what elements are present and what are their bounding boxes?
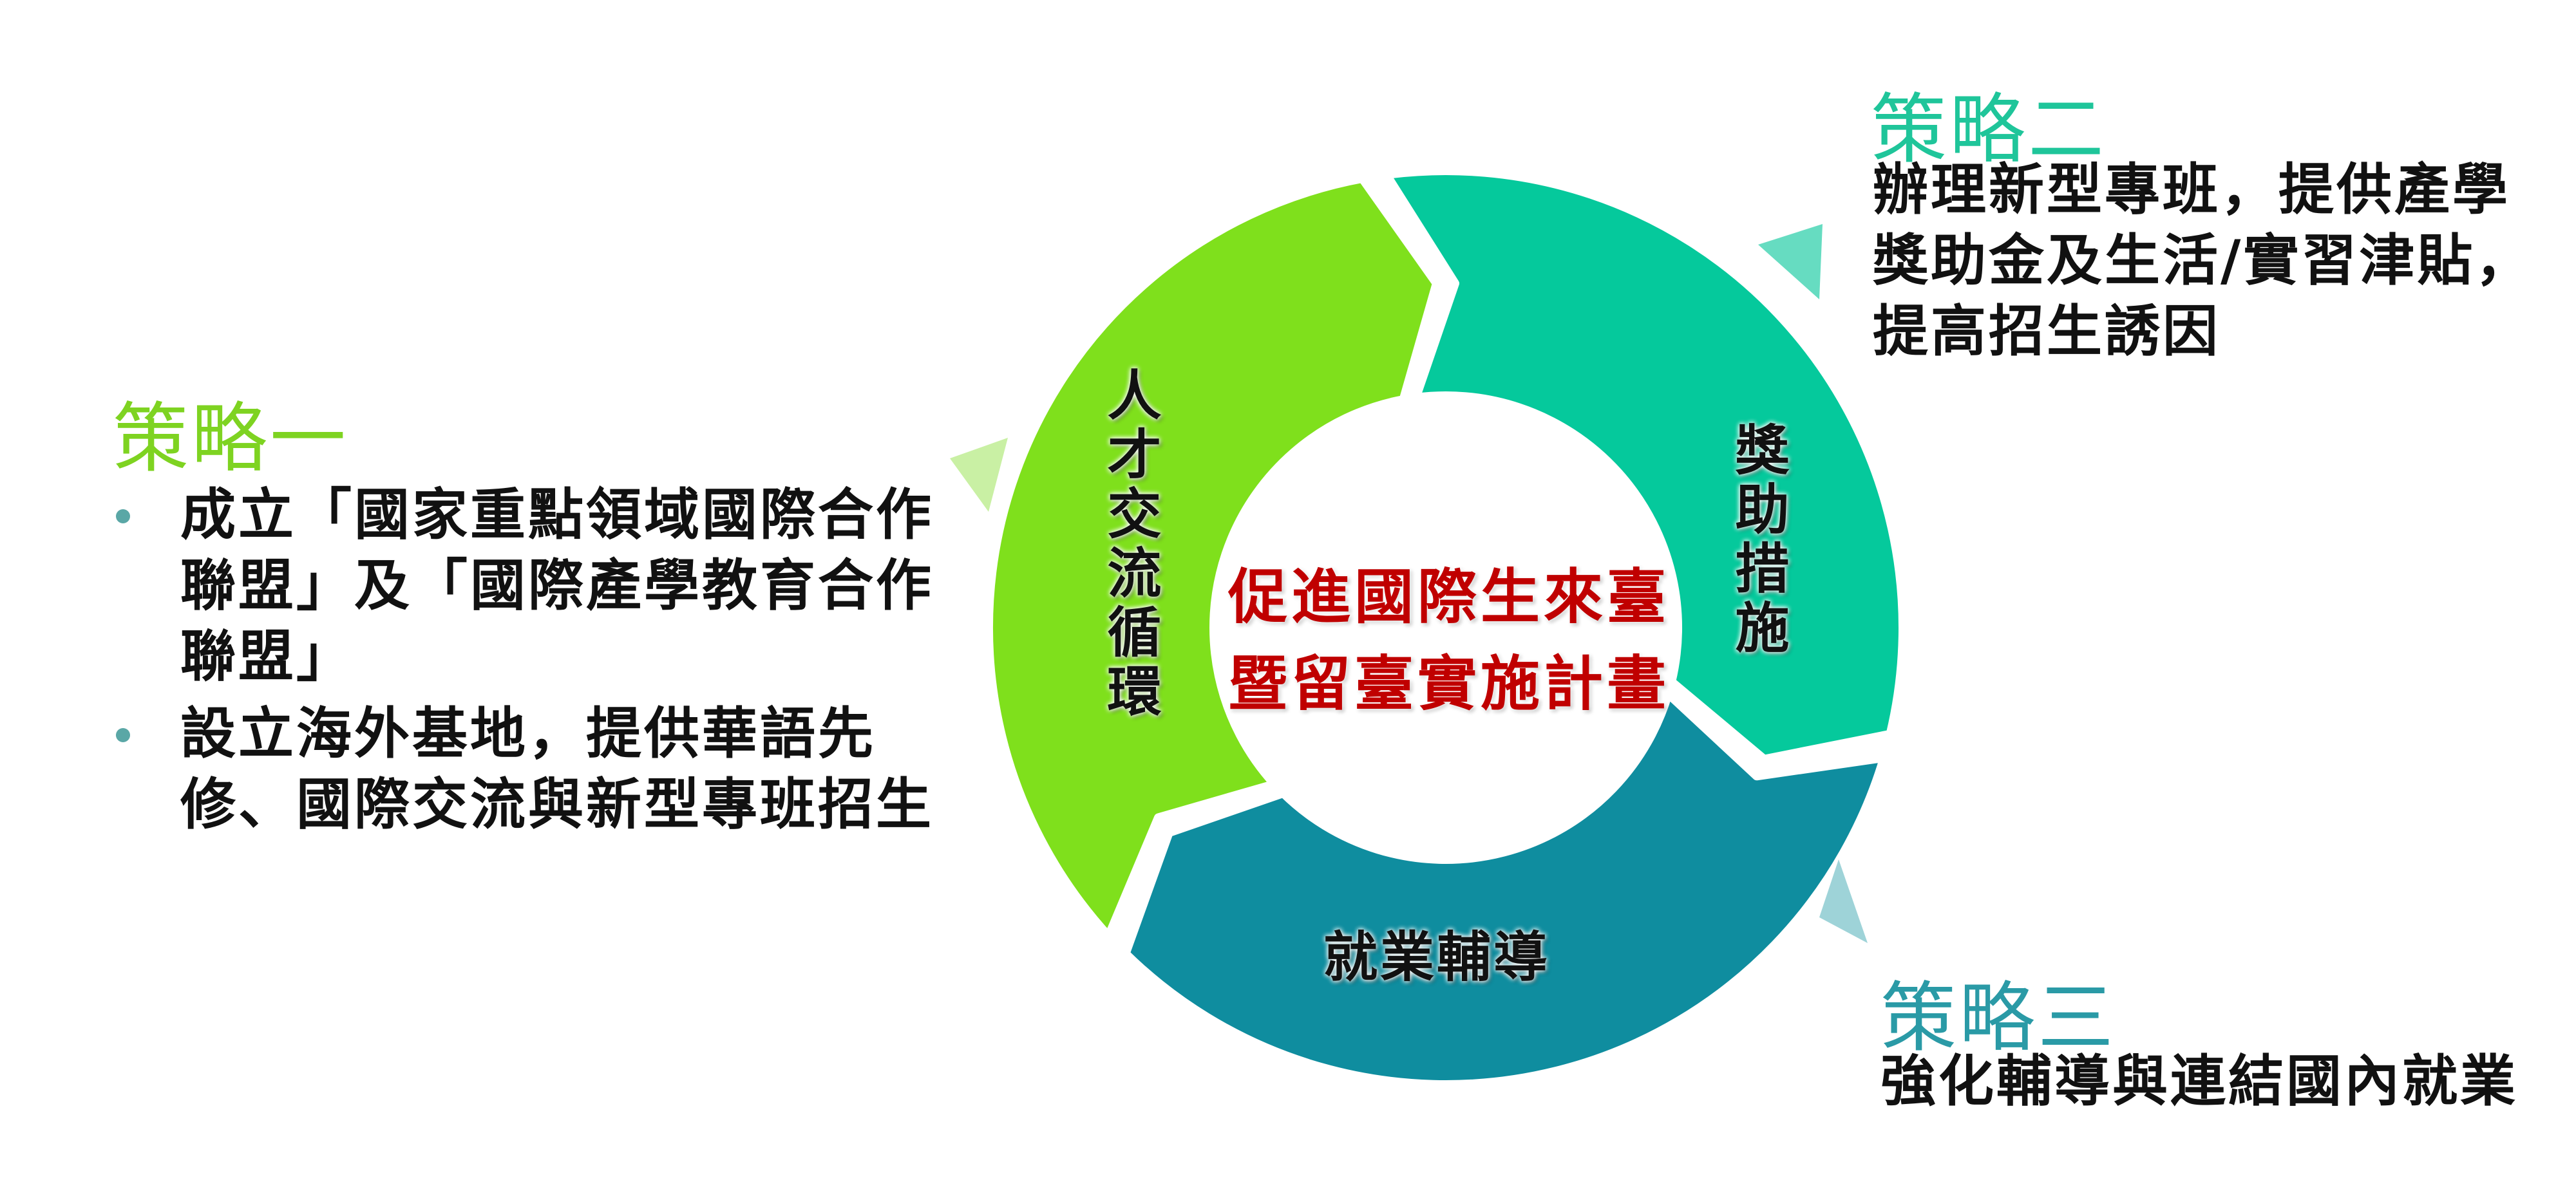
arrow-triangle-strategy1 [950,438,1008,512]
center-title-line1: 促進國際生來臺 [1227,563,1670,632]
segment-employment-guidance [1121,689,1889,1089]
segment-label-employment: 就業輔導 [1323,926,1551,989]
segment-label-award: 獎助措施 [1727,422,1790,659]
segment-award-measures [1381,166,1908,764]
bullet-dot-icon [116,509,130,523]
strategy2-text: 辦理新型專班，提供產學 獎助金及生活/實習津貼， 提高招生誘因 [1873,154,2533,367]
strategy3-text: 強化輔導與連結國內就業 [1880,1049,2518,1114]
strategy2-line: 獎助金及生活/實習津貼， [1873,229,2533,293]
strategy1-bullet: 成立「國家重點領域國際合作聯盟」及「國際產學教育合作聯盟」 [116,480,985,692]
bullet-dot-icon [116,728,130,742]
strategy2-line: 提高招生誘因 [1873,299,2221,364]
strategy2-title: 策略二 [1871,85,2107,174]
bullet-text: 設立海外基地，提供華語先修、國際交流與新型專班招生 [180,702,934,837]
segment-talent-exchange [983,173,1441,941]
arrow-triangle-strategy2 [1758,224,1823,299]
strategy2-line: 辦理新型專班，提供產學 [1873,158,2510,222]
strategy3-title: 策略三 [1880,973,2117,1062]
bullet-text: 成立「國家重點領域國際合作聯盟」及「國際產學教育合作聯盟」 [180,483,934,689]
center-title-line2: 暨留臺實施計畫 [1227,650,1670,718]
strategy1-bullet: 設立海外基地，提供華語先修、國際交流與新型專班招生 [116,698,985,840]
strategy1-bullets: 成立「國家重點領域國際合作聯盟」及「國際產學教育合作聯盟」 設立海外基地，提供華… [116,480,985,847]
strategy1-title: 策略一 [113,394,349,483]
arrow-triangle-strategy3 [1819,859,1868,943]
center-title: 促進國際生來臺 暨留臺實施計畫 [1204,554,1694,727]
segment-label-talent: 人才交流循環 [1099,367,1162,722]
